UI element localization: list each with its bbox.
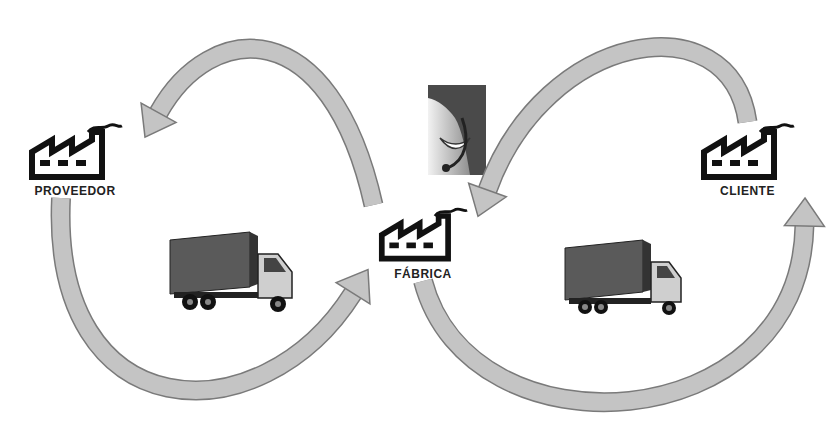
factory-node: FÁBRICA [368,205,478,281]
operator-photo [428,85,486,175]
flow-arrow [141,49,373,205]
factory-node: CLIENTE [690,122,805,198]
factory-icon [28,122,123,180]
factory-icon [378,205,468,263]
headset-operator [428,85,486,175]
truck [565,240,681,315]
flow-arrow [469,47,748,216]
factory-node: PROVEEDOR [5,122,145,198]
operator-hair [428,85,486,175]
flow-arrow [423,198,824,402]
factory-icon [700,122,795,180]
node-label: FÁBRICA [394,267,452,281]
node-label: PROVEEDOR [34,184,115,198]
headset-mic [442,164,450,172]
node-label: CLIENTE [720,184,775,198]
headset-mic-boom [448,118,466,168]
truck [170,232,292,312]
flow-arrow [61,198,370,390]
